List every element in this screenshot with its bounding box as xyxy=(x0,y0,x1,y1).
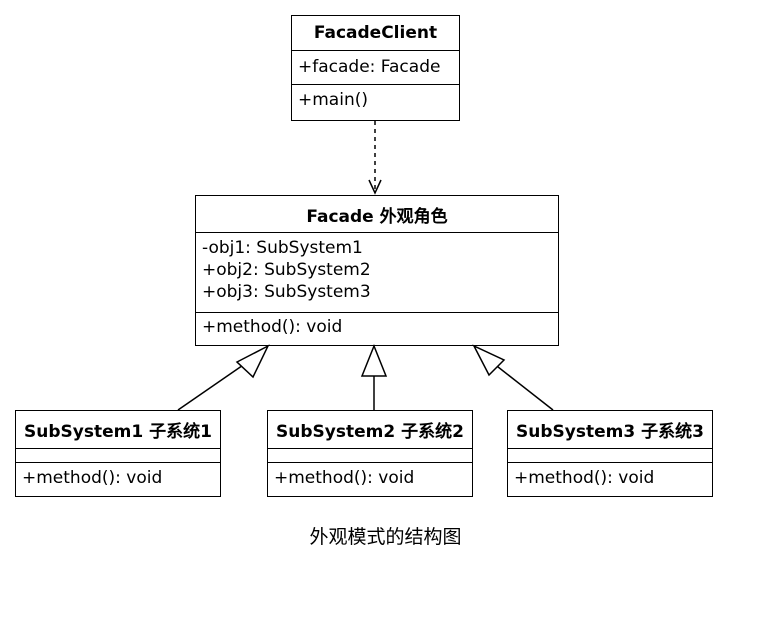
generalization-arrow-3 xyxy=(472,344,506,377)
subsystem3-operation: +method(): void xyxy=(514,468,655,488)
facade-operation: +method(): void xyxy=(202,317,343,337)
diagram-caption: 外观模式的结构图 xyxy=(309,526,462,548)
facade-class: Facade 外观角色 -obj1: SubSystem1 +obj2: Sub… xyxy=(195,195,559,346)
facade-client-name: FacadeClient xyxy=(292,16,459,51)
subsystem2-operation: +method(): void xyxy=(274,468,415,488)
subsystem1-operations: +method(): void xyxy=(16,463,220,495)
generalization-arrow-2 xyxy=(360,343,388,377)
subsystem1-class: SubSystem1 子系统1 +method(): void xyxy=(15,410,221,497)
facade-name: Facade 外观角色 xyxy=(196,196,558,233)
subsystem3-operations: +method(): void xyxy=(508,463,712,495)
facade-operations: +method(): void xyxy=(196,313,558,344)
subsystem2-name: SubSystem2 子系统2 xyxy=(268,411,472,449)
facade-client-operations: +main() xyxy=(292,85,459,119)
subsystem1-operation: +method(): void xyxy=(22,468,163,488)
facade-attribute: +obj3: SubSystem3 xyxy=(202,282,371,302)
facade-client-operation: +main() xyxy=(298,90,368,110)
facade-client-attributes: +facade: Facade xyxy=(292,51,459,85)
facade-attribute: +obj2: SubSystem2 xyxy=(202,260,371,280)
generalization-line-1 xyxy=(177,360,250,411)
subsystem2-operations: +method(): void xyxy=(268,463,472,495)
facade-attributes: -obj1: SubSystem1 +obj2: SubSystem2 +obj… xyxy=(196,233,558,313)
subsystem1-name: SubSystem1 子系统1 xyxy=(16,411,220,449)
facade-client-class: FacadeClient +facade: Facade +main() xyxy=(291,15,460,121)
subsystem2-attributes xyxy=(268,449,472,463)
dependency-arrowhead xyxy=(368,179,382,195)
subsystem1-attributes xyxy=(16,449,220,463)
facade-attribute: -obj1: SubSystem1 xyxy=(202,238,363,258)
generalization-line-3 xyxy=(492,362,554,411)
generalization-arrow-1 xyxy=(235,344,270,379)
facade-client-attribute: +facade: Facade xyxy=(298,57,441,77)
subsystem3-attributes xyxy=(508,449,712,463)
subsystem2-class: SubSystem2 子系统2 +method(): void xyxy=(267,410,473,497)
subsystem3-class: SubSystem3 子系统3 +method(): void xyxy=(507,410,713,497)
subsystem3-name: SubSystem3 子系统3 xyxy=(508,411,712,449)
